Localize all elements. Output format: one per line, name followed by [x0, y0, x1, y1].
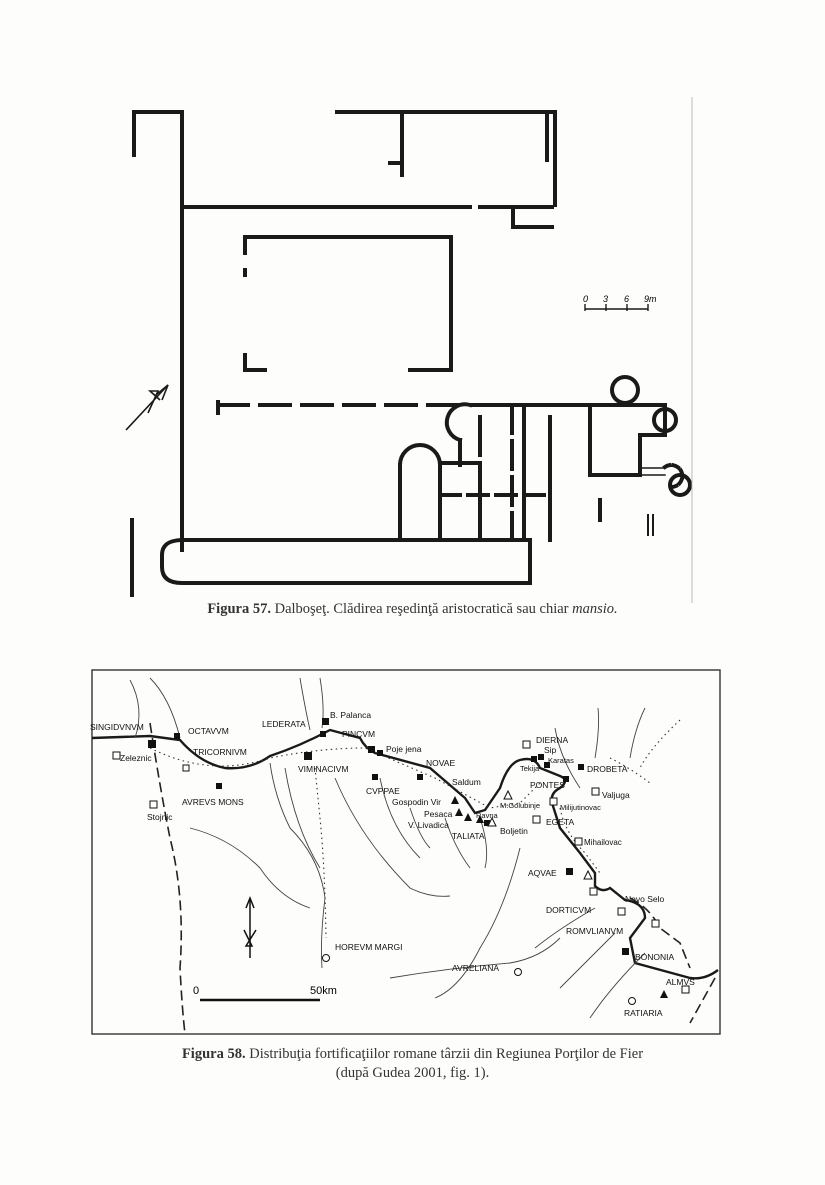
scale-tick-6: 6	[624, 294, 629, 304]
figure-58-caption-line1: Figura 58. Distribuţia fortificaţiilor r…	[0, 1045, 825, 1064]
label-horeum-margi: HOREVM MARGI	[335, 942, 403, 952]
plan-scale-bar: 0 3 6 9m	[583, 294, 657, 311]
label-novae: NOVAE	[426, 758, 455, 768]
label-ravna: Ravna	[476, 811, 499, 820]
figure-58-label: Figura 58.	[181, 1046, 246, 1062]
map-scale-bar: 0 50km	[193, 985, 337, 1002]
label-novo-selo: Novo Selo	[625, 894, 664, 904]
figure-57-caption: Figura 57. Dalboşeţ. Clădirea reşedinţă …	[0, 601, 825, 618]
label-dierna: DIERNA	[536, 735, 568, 745]
scale-tick-9: 9m	[644, 294, 657, 304]
label-egeta: EGETA	[546, 817, 575, 827]
label-milijutinovac: Milijutinovac	[560, 803, 601, 812]
label-ratiaria: RATIARIA	[624, 1008, 663, 1018]
figure-57-caption-text: Dalboşeţ. Clădirea reşedinţă aristocrati…	[270, 601, 573, 617]
fort-symbols-filled	[148, 718, 629, 955]
label-cuppae: CVPPAE	[366, 786, 400, 796]
label-v-livadica: V. Livadica	[408, 820, 449, 830]
figure-58-map: 0 50km	[90, 668, 722, 1038]
label-pojejena: Poje jena	[386, 744, 422, 754]
figure-57-label: Figura 57.	[207, 601, 271, 617]
label-pincum: PINCVM	[342, 729, 375, 739]
figure-57-plan: 0 3 6 9m	[120, 95, 700, 605]
fort-symbols-open	[112, 740, 690, 994]
label-m-golubinje: M.Golubinje	[500, 801, 540, 810]
label-drobeta: DROBETA	[587, 764, 628, 774]
label-sip: Sip	[544, 745, 557, 755]
figure-58-caption-line2: (după Gudea 2001, fig. 1).	[335, 1065, 490, 1081]
label-octavum: OCTAVVM	[188, 726, 229, 736]
label-pesaca: Pesaca	[424, 809, 453, 819]
label-dorticum: DORTICVM	[546, 905, 591, 915]
label-almus: ALMVS	[666, 977, 695, 987]
label-pontes: PONTES	[530, 780, 565, 790]
label-b-palanca: B. Palanca	[330, 710, 371, 720]
figure-58-caption-text: Distribuţia fortificaţiilor romane târzi…	[245, 1046, 644, 1062]
label-singidunum: SINGIDVNVM	[90, 722, 144, 732]
label-viminacium: VIMINACIVM	[298, 764, 349, 774]
label-tekija: Tekija	[520, 764, 540, 773]
scale-start: 0	[193, 985, 199, 997]
label-lederata: LEDERATA	[262, 719, 306, 729]
north-arrow-icon	[125, 384, 169, 431]
scale-end: 50km	[310, 985, 337, 997]
scale-tick-3: 3	[603, 294, 608, 304]
building-plan-drawing: 0 3 6 9m	[125, 97, 693, 603]
scale-tick-0: 0	[583, 294, 588, 304]
fortifications-map: 0 50km	[90, 669, 721, 1035]
figure-58-caption: Figura 58. Distribuţia fortificaţiilor r…	[0, 1045, 825, 1083]
label-karatas: Karatas	[548, 756, 574, 765]
figure-57-caption-italic: mansio.	[572, 601, 618, 617]
label-zeleznic: Zeleznic	[120, 753, 152, 763]
label-saldum: Saldum	[452, 777, 481, 787]
label-taliata: TALIATA	[452, 831, 485, 841]
label-bononia: BONONIA	[635, 952, 675, 962]
label-mihailovac: Mihailovac	[584, 838, 622, 847]
label-boljetin: Boljetin	[500, 826, 528, 836]
label-stojnic: Stojnic	[147, 812, 173, 822]
label-tricornium: TRICORNIVM	[193, 747, 247, 757]
map-frame	[91, 669, 721, 1035]
label-aureliana: AVRELIANA	[452, 963, 499, 973]
label-aureus-mons: AVREVS MONS	[182, 797, 244, 807]
label-aquae: AQVAE	[528, 868, 557, 878]
map-north-arrow-icon	[243, 895, 257, 958]
label-valjuga: Valjuga	[602, 790, 630, 800]
fort-symbols-triangle	[451, 796, 668, 998]
label-romulianum: ROMVLIANVM	[566, 926, 623, 936]
label-gospodin-vir: Gospodin Vir	[392, 797, 441, 807]
